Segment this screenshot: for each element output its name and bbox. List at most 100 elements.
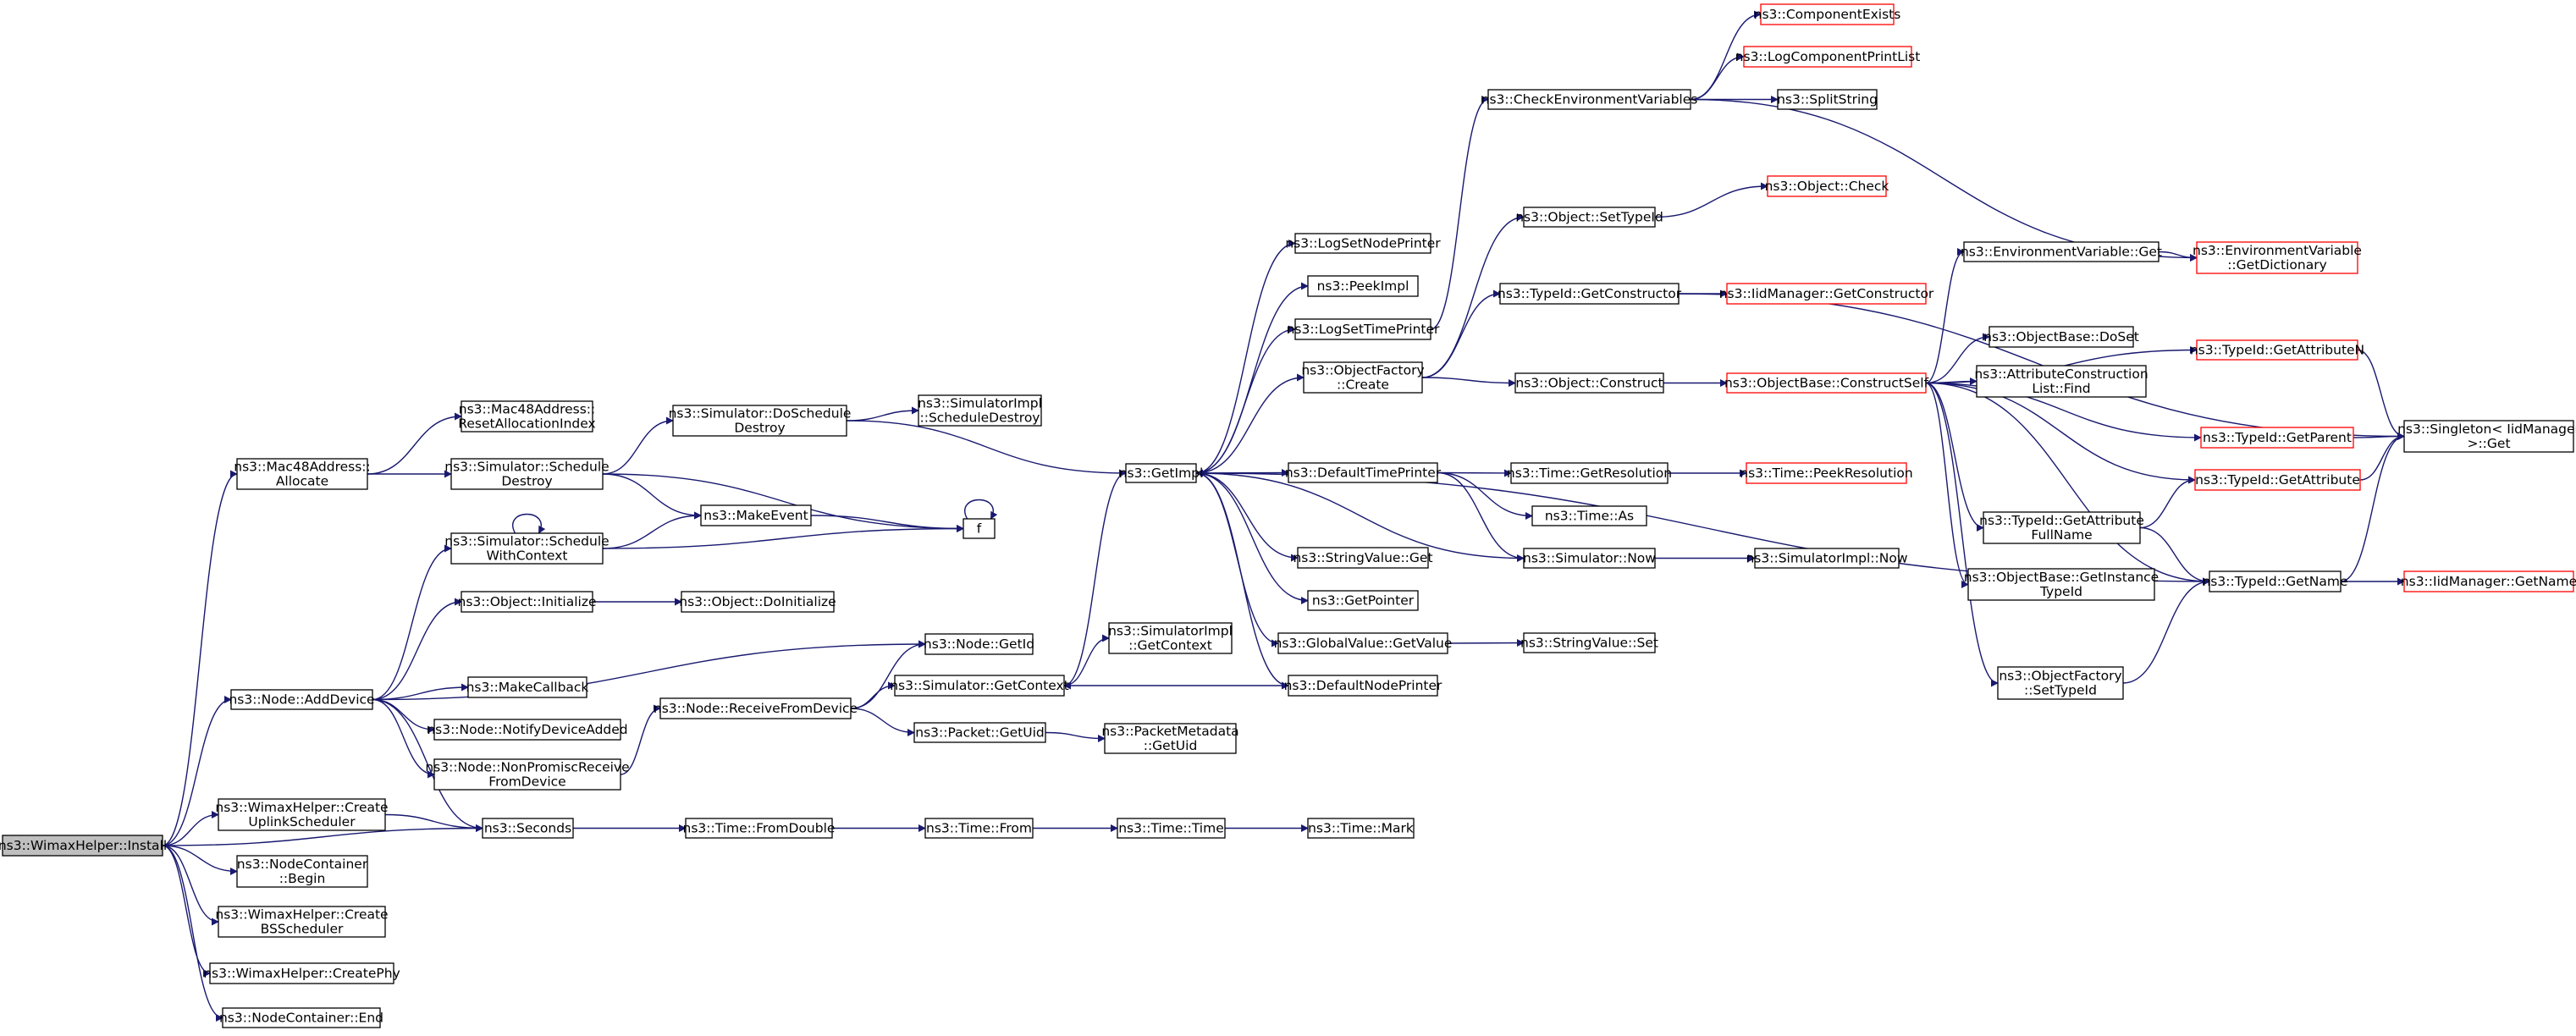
node-label: ::Create bbox=[1337, 377, 1389, 393]
node-typeid-get-name[interactable]: ns3::TypeId::GetName bbox=[2202, 570, 2348, 592]
node-objbase-construct-self[interactable]: ns3::ObjectBase::ConstructSelf bbox=[1724, 372, 1929, 394]
node-label: ns3::Time::Mark bbox=[1308, 821, 1414, 836]
node-label: ns3::GetImpl bbox=[1119, 466, 1204, 481]
node-time-time[interactable]: ns3::Time::Time bbox=[1117, 818, 1226, 839]
node-sim-sched-destroy[interactable]: ns3::Simulator::ScheduleDestroy bbox=[444, 458, 610, 490]
node-node-add-device[interactable]: ns3::Node::AddDevice bbox=[229, 689, 375, 710]
node-label: BSScheduler bbox=[261, 922, 344, 937]
node-get-pointer[interactable]: ns3::GetPointer bbox=[1307, 590, 1419, 611]
node-log-comp-print[interactable]: ns3::LogComponentPrintList bbox=[1735, 46, 1921, 68]
node-objfactory-set-typeid[interactable]: ns3::ObjectFactory::SetTypeId bbox=[1997, 666, 2124, 700]
node-objfactory-create[interactable]: ns3::ObjectFactory::Create bbox=[1301, 361, 1425, 394]
node-obj-set-typeid[interactable]: ns3::Object::SetTypeId bbox=[1515, 207, 1663, 228]
node-default-node-printer[interactable]: ns3::DefaultNodePrinter bbox=[1284, 675, 1442, 697]
node-time-peek-res[interactable]: ns3::Time::PeekResolution bbox=[1740, 462, 1913, 484]
node-obj-check[interactable]: ns3::Object::Check bbox=[1765, 175, 1889, 197]
node-nc-begin[interactable]: ns3::NodeContainer::Begin bbox=[236, 855, 368, 888]
node-box bbox=[222, 1007, 381, 1028]
node-box bbox=[218, 798, 386, 831]
node-split-string[interactable]: ns3::SplitString bbox=[1777, 89, 1878, 110]
call-edge-get_impl-to-log_node_printer bbox=[1195, 240, 1296, 474]
node-simimpl-sched-destroy[interactable]: ns3::SimulatorImpl::ScheduleDestroy bbox=[918, 394, 1042, 427]
call-edge-install-to-wimax_uplink bbox=[162, 811, 219, 846]
node-simimpl-get-ctx[interactable]: ns3::SimulatorImpl::GetContext bbox=[1108, 622, 1233, 654]
node-make-callback[interactable]: ns3::MakeCallback bbox=[466, 676, 589, 698]
node-node-recv[interactable]: ns3::Node::ReceiveFromDevice bbox=[654, 697, 858, 719]
node-box bbox=[1288, 675, 1438, 697]
node-box bbox=[1743, 46, 1912, 68]
node-mac-alloc[interactable]: ns3::Mac48Address::Allocate bbox=[234, 458, 371, 490]
node-globalvalue-getvalue[interactable]: ns3::GlobalValue::GetValue bbox=[1274, 632, 1453, 654]
node-typeid-get-parent[interactable]: ns3::TypeId::GetParent bbox=[2200, 427, 2354, 449]
node-seconds[interactable]: ns3::Seconds bbox=[482, 818, 574, 839]
call-edge-install-to-mac_alloc bbox=[162, 470, 238, 846]
node-box bbox=[218, 906, 386, 938]
node-time-get-res[interactable]: ns3::Time::GetResolution bbox=[1507, 462, 1672, 484]
node-iidmgr-get-ctor[interactable]: ns3::IidManager::GetConstructor bbox=[1719, 283, 1934, 305]
node-node-notify[interactable]: ns3::Node::NotifyDeviceAdded bbox=[427, 719, 628, 741]
node-stringvalue-set[interactable]: ns3::StringValue::Set bbox=[1520, 632, 1658, 653]
node-label: FullName bbox=[2031, 527, 2092, 543]
node-obj-doinit[interactable]: ns3::Object::DoInitialize bbox=[679, 591, 836, 613]
node-obj-construct[interactable]: ns3::Object::Construct bbox=[1514, 372, 1664, 394]
node-time-mark[interactable]: ns3::Time::Mark bbox=[1307, 818, 1415, 839]
call-edge-default_time_printer-to-time_as bbox=[1437, 471, 1533, 520]
node-component-exists[interactable]: ns3::ComponentExists bbox=[1754, 3, 1901, 25]
node-iidmgr-get-name[interactable]: ns3::IidManager::GetName bbox=[2401, 570, 2576, 592]
node-typeid-get-ctor[interactable]: ns3::TypeId::GetConstructor bbox=[1498, 283, 1682, 305]
node-wimax-phy[interactable]: ns3::WimaxHelper::CreatePhy bbox=[203, 962, 400, 984]
node-label: ns3::StringValue::Set bbox=[1520, 636, 1658, 651]
node-envvar-get[interactable]: ns3::EnvironmentVariable::Get bbox=[1961, 241, 2162, 262]
node-label: ns3::IidManager::GetName bbox=[2401, 574, 2576, 589]
node-label: ns3::Time::From bbox=[926, 821, 1032, 836]
node-envvar-getdict[interactable]: ns3::EnvironmentVariable::GetDictionary bbox=[2193, 241, 2362, 274]
call-edge-install-to-nc_end bbox=[162, 845, 223, 1022]
node-mac-reset[interactable]: ns3::Mac48Address::ResetAllocationIndex bbox=[458, 400, 596, 433]
node-time-as[interactable]: ns3::Time::As bbox=[1531, 505, 1647, 526]
node-sim-now[interactable]: ns3::Simulator::Now bbox=[1523, 548, 1656, 569]
node-time-fromdouble[interactable]: ns3::Time::FromDouble bbox=[683, 818, 836, 839]
call-edge-get_impl-to-objfactory_create bbox=[1195, 373, 1305, 474]
node-check-env[interactable]: ns3::CheckEnvironmentVariables bbox=[1481, 89, 1698, 110]
node-get-impl[interactable]: ns3::GetImpl bbox=[1119, 463, 1204, 483]
node-time-from[interactable]: ns3::Time::From bbox=[924, 818, 1034, 839]
call-edge-get_impl-to-stringvalue_get bbox=[1195, 472, 1299, 562]
node-log-time-printer[interactable]: ns3::LogSetTimePrinter bbox=[1287, 318, 1440, 340]
node-box bbox=[2196, 339, 2358, 361]
node-label: >::Get bbox=[2467, 436, 2510, 451]
call-edge-objfactory_set_typeid-to-typeid_get_name bbox=[2122, 577, 2210, 684]
node-default-time-printer[interactable]: ns3::DefaultTimePrinter bbox=[1285, 462, 1442, 483]
node-pkt-get-uid[interactable]: ns3::Packet::GetUid bbox=[913, 722, 1046, 743]
node-sim-get-ctx[interactable]: ns3::Simulator::GetContext bbox=[890, 675, 1069, 697]
node-singleton-get[interactable]: ns3::Singleton< IidManager>::Get bbox=[2397, 420, 2576, 453]
node-node-get-id[interactable]: ns3::Node::GetId bbox=[924, 633, 1034, 655]
node-make-event[interactable]: ns3::MakeEvent bbox=[700, 504, 812, 526]
node-nc-end[interactable]: ns3::NodeContainer::End bbox=[219, 1007, 383, 1028]
node-peek-impl[interactable]: ns3::PeekImpl bbox=[1307, 275, 1419, 297]
node-stringvalue-get[interactable]: ns3::StringValue::Get bbox=[1293, 547, 1433, 569]
node-objbase-doset[interactable]: ns3::ObjectBase::DoSet bbox=[1983, 326, 2139, 348]
node-typeid-get-attr[interactable]: ns3::TypeId::GetAttribute bbox=[2194, 469, 2361, 491]
node-install[interactable]: ns3::WimaxHelper::Install bbox=[0, 835, 167, 857]
node-simimpl-now[interactable]: ns3::SimulatorImpl::Now bbox=[1746, 548, 1908, 569]
node-label: ns3::Object::DoInitialize bbox=[679, 594, 836, 609]
node-label: ns3::WimaxHelper::Create bbox=[215, 907, 388, 923]
node-obj-init[interactable]: ns3::Object::Initialize bbox=[458, 591, 597, 613]
node-box bbox=[2209, 570, 2342, 592]
node-f[interactable]: f bbox=[963, 518, 996, 539]
node-label: ns3::Node::ReceiveFromDevice bbox=[654, 701, 858, 716]
node-log-node-printer[interactable]: ns3::LogSetNodePrinter bbox=[1285, 233, 1441, 254]
node-box bbox=[1777, 89, 1878, 110]
node-typeid-get-attrn[interactable]: ns3::TypeId::GetAttributeN bbox=[2190, 339, 2364, 361]
node-pktmeta-get-uid[interactable]: ns3::PacketMetadata::GetUid bbox=[1101, 723, 1239, 754]
call-edge-objbase_construct_self-to-typeid_get_attr bbox=[1925, 382, 2196, 484]
call-edge-objbase_construct_self-to-envvar_get bbox=[1925, 248, 1965, 384]
